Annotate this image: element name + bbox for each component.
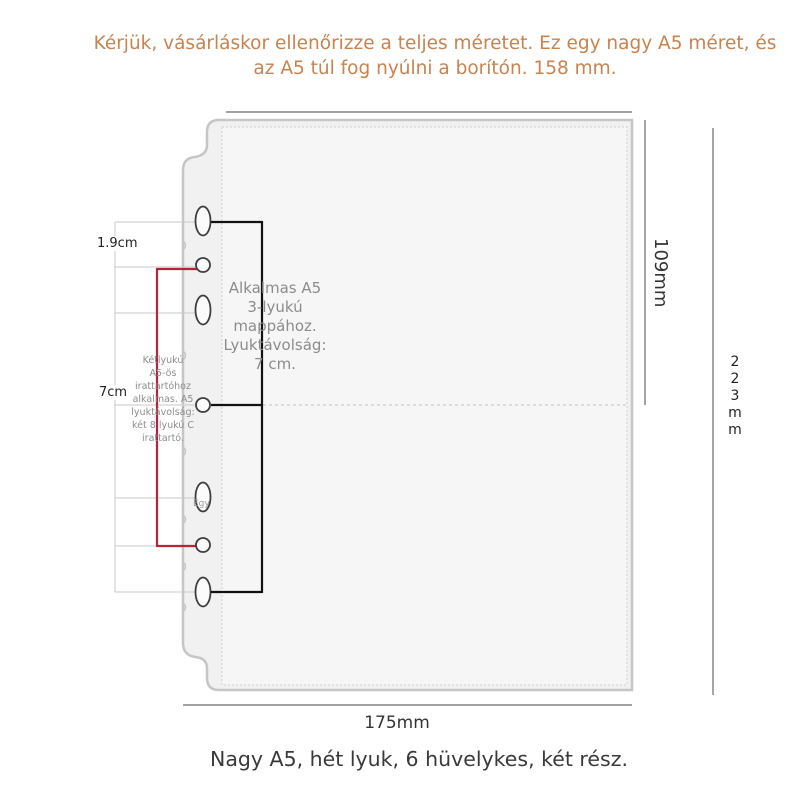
total-height-label: 223mm xyxy=(728,354,742,438)
round-hole xyxy=(195,397,211,413)
hole-gap-label: 1.9cm xyxy=(96,236,139,251)
edge-notch xyxy=(182,514,187,525)
oval-hole xyxy=(194,576,212,608)
edge-notch xyxy=(182,350,187,361)
oval-hole xyxy=(194,294,212,326)
product-caption: Nagy A5, hét lyuk, 6 hüvelykes, két rész… xyxy=(210,747,628,771)
three-hole-note-line: mappához. xyxy=(233,317,317,335)
three-hole-note-line: 3-lyukú xyxy=(247,298,303,316)
round-hole xyxy=(195,537,211,553)
two-hole-note-line: Kétlyukú xyxy=(142,355,184,366)
three-hole-note: Alkalmas A5 3-lyukú mappához. Lyuktávols… xyxy=(215,279,335,374)
two-hole-note-line: lyuktávolság: xyxy=(131,407,195,418)
size-notice: Kérjük, vásárláskor ellenőrizze a teljes… xyxy=(70,31,800,81)
two-hole-note-line: alkalmas. A5 xyxy=(132,394,194,405)
sheet-inner-border xyxy=(221,126,628,686)
edge-notch xyxy=(182,446,187,457)
hole-tag-label: Egy xyxy=(193,499,210,509)
three-hole-note-line: 7 cm. xyxy=(254,355,296,373)
oval-hole xyxy=(194,205,212,237)
two-hole-note: Kétlyukú A5-ös irattartóhoz alkalmas. A5… xyxy=(123,354,203,445)
size-notice-line-2: az A5 túl fog nyúlni a borítón. 158 mm. xyxy=(253,58,617,79)
hole-span-label: 7cm xyxy=(98,385,129,400)
edge-notch xyxy=(182,240,187,251)
round-hole xyxy=(195,257,211,273)
two-hole-note-line: két 8 lyukú C xyxy=(132,420,194,431)
total-width-label: 175mm xyxy=(364,713,430,733)
two-hole-note-line: irattartó. xyxy=(142,433,184,444)
edge-notch xyxy=(182,602,187,613)
three-hole-note-line: Lyuktávolság: xyxy=(223,336,327,354)
size-notice-line-1: Kérjük, vásárláskor ellenőrizze a teljes… xyxy=(93,33,777,54)
two-hole-note-line: A5-ös xyxy=(149,368,177,379)
three-hole-note-line: Alkalmas A5 xyxy=(228,279,322,297)
two-hole-note-line: irattartóhoz xyxy=(135,381,191,392)
pocket-height-label: 109mm xyxy=(650,238,671,308)
two-hole-bracket xyxy=(155,267,197,548)
oval-hole xyxy=(194,481,212,513)
edge-notch xyxy=(182,561,187,572)
